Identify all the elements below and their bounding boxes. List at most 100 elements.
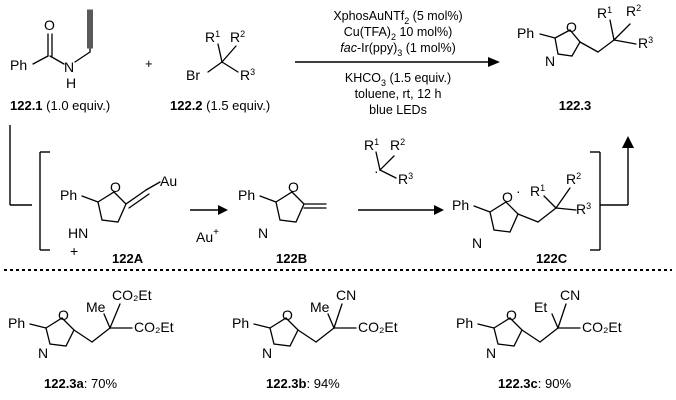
r1-label: R1 <box>364 137 379 153</box>
r1-label: R1 <box>597 5 612 21</box>
mechanism-frame <box>9 125 634 251</box>
substituent-label: CO₂Et <box>112 287 152 303</box>
bond <box>539 327 559 343</box>
condition-catalyst-au: XphosAuNTf2 (5 mol%) <box>333 9 462 26</box>
radical-dot: · <box>374 163 379 179</box>
step-arrow-b-c: · R1 R2 R3 <box>358 137 444 215</box>
compound-id: 122A <box>112 251 144 266</box>
oxazole-ring <box>554 29 581 57</box>
arrow-head <box>218 205 228 215</box>
condition-base: KHCO3 (1.5 equiv.) <box>345 71 451 88</box>
reagent-122-2: Br R1 R2 R3 122.2 (1.5 equiv.) <box>170 29 270 113</box>
step-arrow-a-b: Au+ <box>190 205 228 245</box>
bond <box>109 303 121 329</box>
bond <box>379 169 397 179</box>
substituent-label: Me <box>86 299 106 315</box>
substituent-label: CO₂Et <box>582 319 622 335</box>
condition-solvent: toluene, rt, 12 h <box>355 87 442 101</box>
bond <box>609 19 615 41</box>
reagent-122-1: Ph O N H 122.1 (1.0 equiv.) <box>10 9 110 113</box>
ph-label: Ph <box>8 315 25 331</box>
bond <box>103 313 111 329</box>
o-label: O <box>566 19 577 35</box>
r2-label: R2 <box>390 137 405 153</box>
bond <box>49 55 65 65</box>
r3-label: R3 <box>576 201 591 217</box>
bond <box>551 313 559 329</box>
br-label: Br <box>186 67 200 83</box>
ph-label: Ph <box>452 197 469 213</box>
compound-id: 122C <box>536 251 568 266</box>
bond <box>555 207 577 211</box>
bond <box>473 205 491 213</box>
o-label: O <box>506 307 517 323</box>
r1-label: R1 <box>530 183 545 199</box>
bond <box>555 187 571 209</box>
condition-cu: Cu(TFA)2 10 mol%) <box>344 25 453 42</box>
bond <box>517 213 539 223</box>
hn-label: HN <box>68 225 88 241</box>
r2-label: R2 <box>230 29 245 45</box>
o-label: O <box>110 179 121 195</box>
example-122-3c: Ph O N Et CN CO₂Et 122.3c: 90% <box>456 287 622 391</box>
arrow-head <box>488 57 500 67</box>
intermediate-122C: Ph O N · R1 R2 R3 122C <box>452 171 591 266</box>
plus-sign: + <box>145 56 153 71</box>
oxazole-ring <box>45 317 75 347</box>
r3-label: R3 <box>240 67 255 83</box>
bond <box>217 43 223 63</box>
bond <box>477 323 495 329</box>
au-label: Au <box>160 173 177 189</box>
au-plus-label: Au+ <box>196 227 219 245</box>
r2-label: R2 <box>566 171 581 187</box>
bond <box>613 23 631 41</box>
bond <box>32 55 49 65</box>
bond <box>29 323 47 329</box>
bond <box>375 151 381 171</box>
n-label: N <box>262 345 272 361</box>
substituent-label: Me <box>310 299 330 315</box>
oxazoline-ring <box>275 191 305 223</box>
bond <box>73 329 93 343</box>
bond <box>145 181 161 191</box>
bond <box>579 41 599 53</box>
n-label: N <box>38 345 48 361</box>
bond <box>128 193 150 209</box>
r3-label: R3 <box>638 35 653 51</box>
r2-label: R2 <box>626 3 641 19</box>
ph-label: Ph <box>238 187 255 203</box>
bond <box>521 329 541 343</box>
n-label: N <box>64 59 74 75</box>
bond <box>297 329 317 343</box>
oxazoline-ring <box>97 191 127 223</box>
ph-label: Ph <box>232 315 249 331</box>
oxazoline-ring <box>489 201 519 233</box>
compound-id: 122.3c: 90% <box>498 376 571 391</box>
bond <box>221 61 239 73</box>
bond <box>557 303 567 329</box>
h-label: H <box>66 75 76 91</box>
r3-label: R3 <box>398 171 413 187</box>
bond <box>539 33 556 39</box>
ph-label: Ph <box>456 315 473 331</box>
bond <box>81 195 99 203</box>
substituent-label: CN <box>560 287 580 303</box>
condition-light: blue LEDs <box>369 103 427 117</box>
bond <box>259 195 277 203</box>
condition-ir: fac-Ir(ppy)3 (1 mol%) <box>340 41 455 58</box>
bond <box>74 51 91 63</box>
compound-id: 122B <box>276 251 307 266</box>
radical-dot: · <box>516 183 521 199</box>
bond <box>91 327 111 343</box>
bond <box>221 45 237 63</box>
substituent-label: CN <box>336 287 356 303</box>
substituent-label: CO₂Et <box>358 319 398 335</box>
charge-plus: + <box>70 243 78 259</box>
o-label: O <box>282 307 293 323</box>
oxazole-ring <box>269 317 299 347</box>
bond <box>543 195 557 209</box>
example-122-3a: Ph O N Me CO₂Et CO₂Et 122.3a: 70% <box>8 287 174 391</box>
n-label: N <box>472 235 482 251</box>
arrow-head <box>622 136 634 148</box>
